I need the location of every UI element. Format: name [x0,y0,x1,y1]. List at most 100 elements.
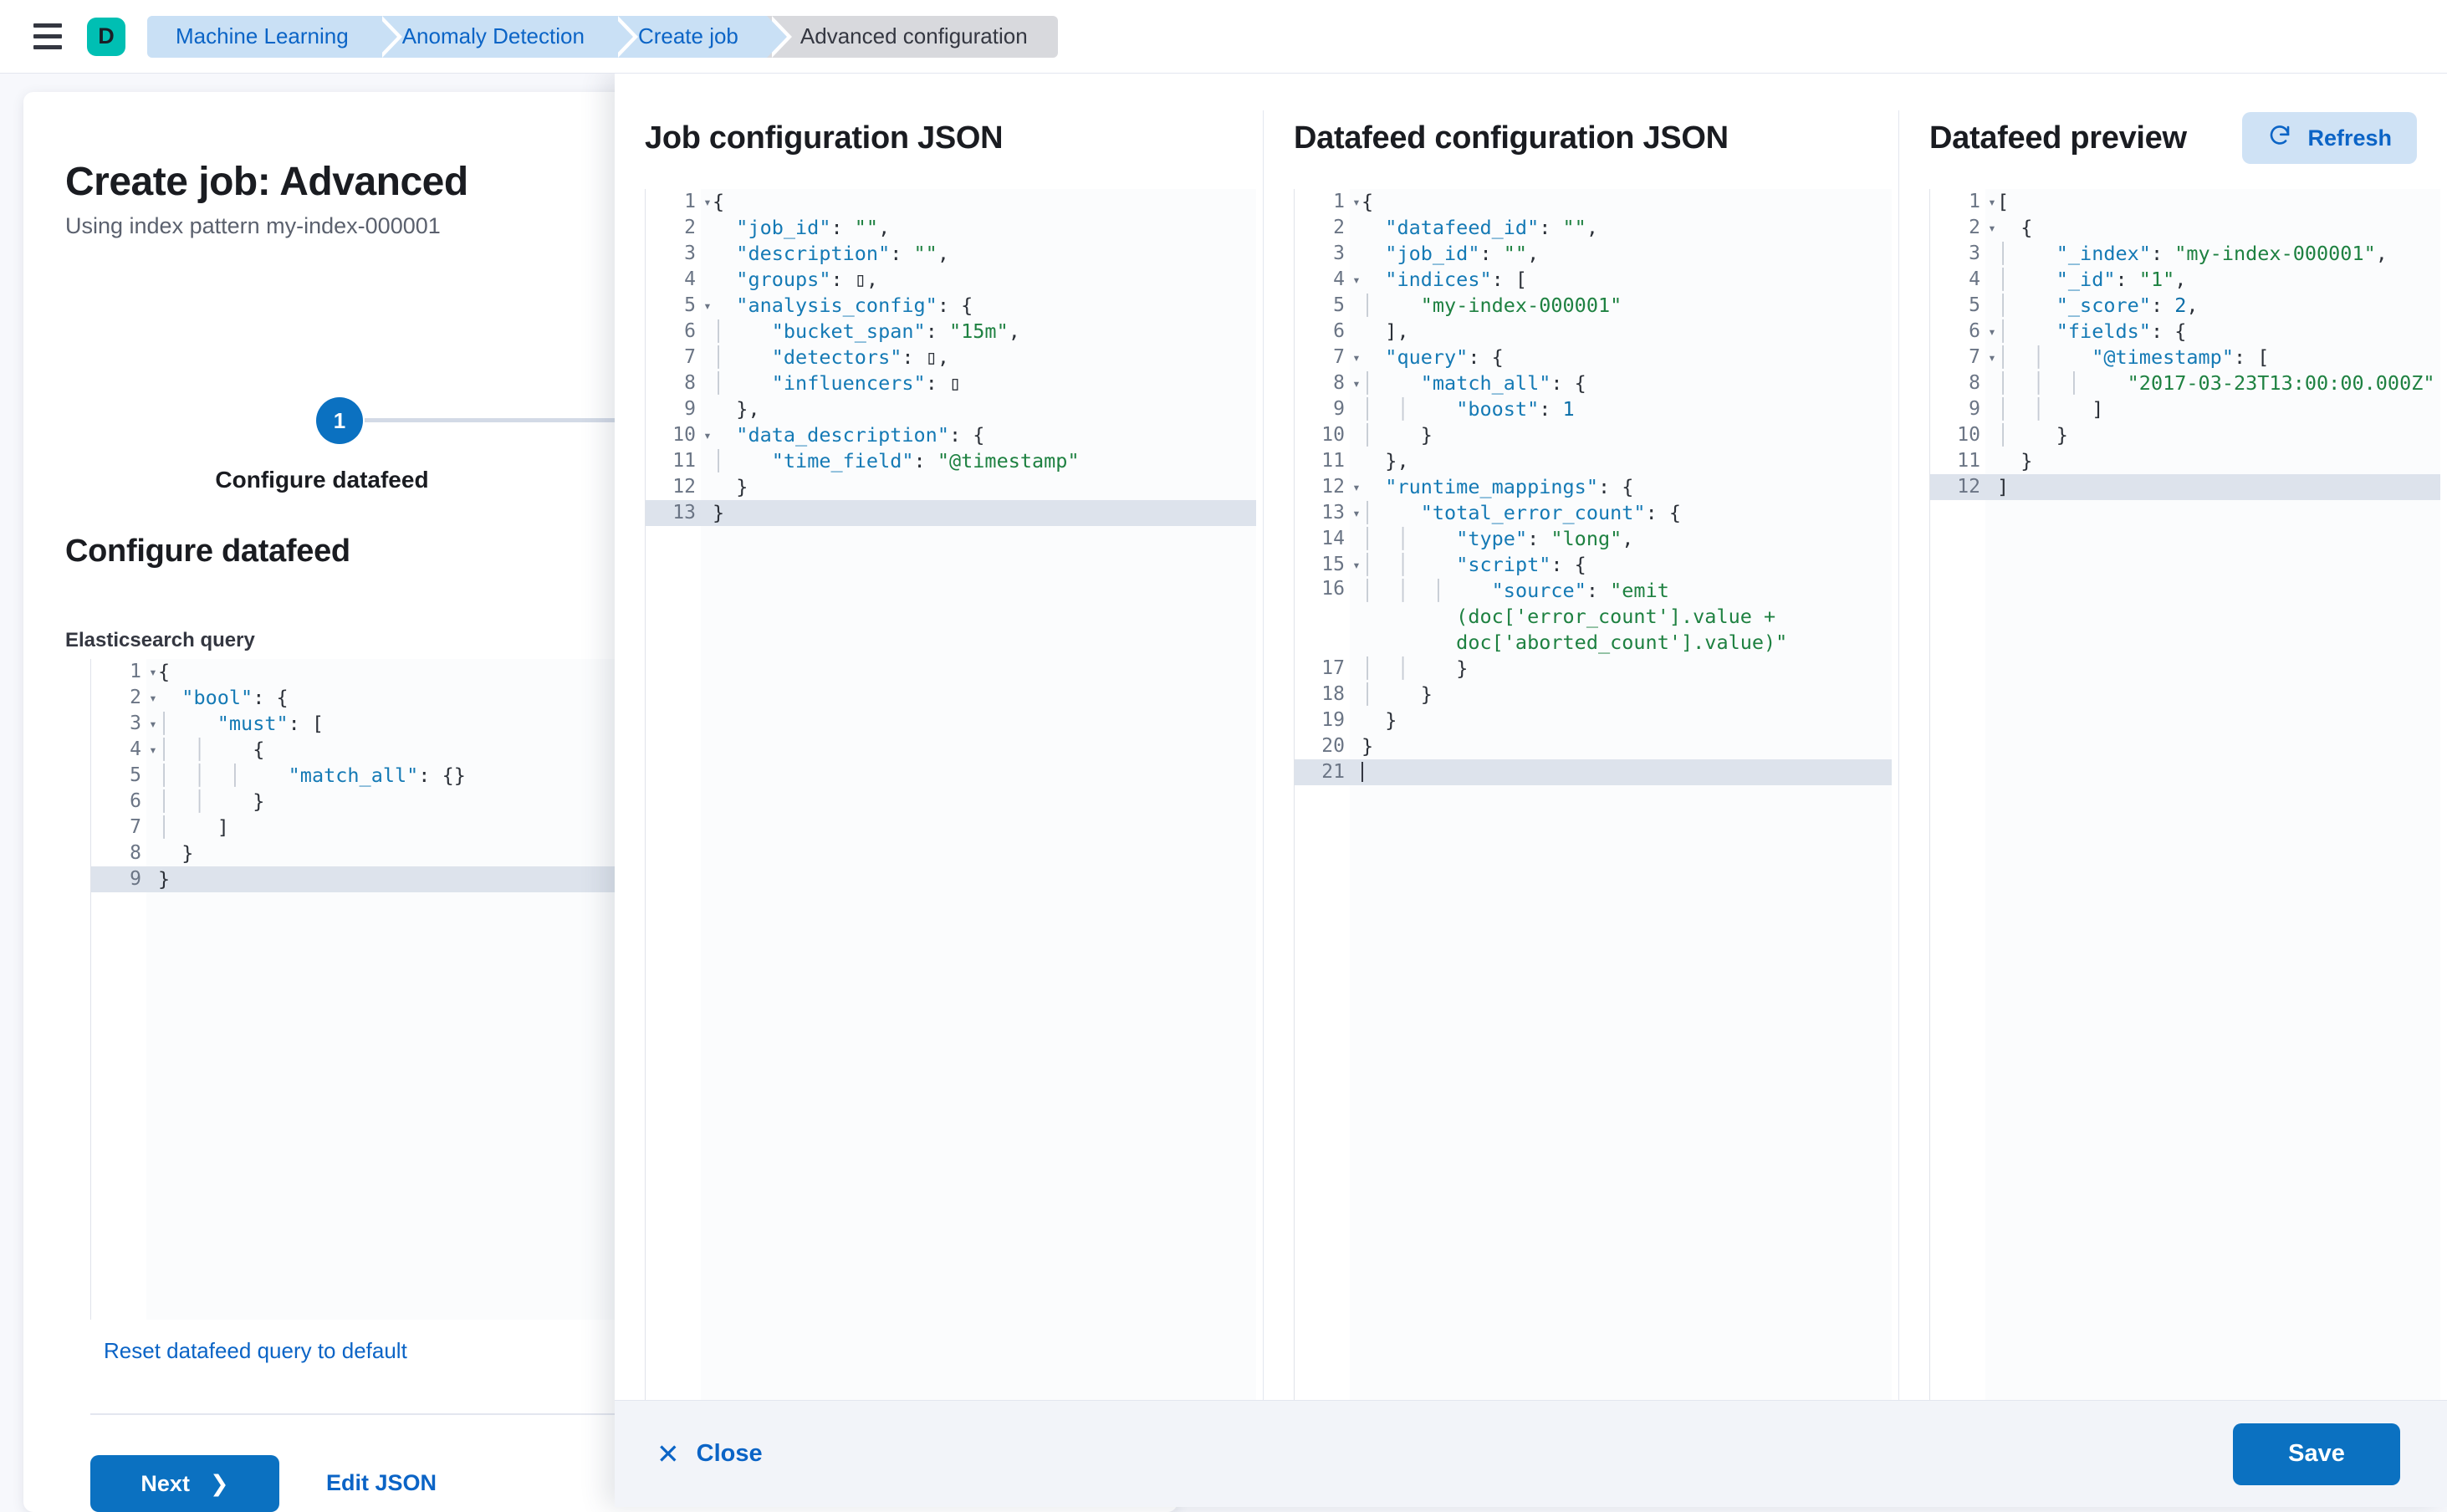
code-line[interactable]: 11 } [1930,448,2440,474]
code-line[interactable]: 6│ "bucket_span": "15m", [646,319,1256,345]
code-line[interactable]: 7▾ "query": { [1295,345,1892,370]
breadcrumb-item-advanced-configuration: Advanced configuration [766,15,1058,58]
fold-arrow-icon[interactable]: ▾ [1352,505,1361,521]
code-line[interactable]: 17│ │ } [1295,656,1892,682]
fold-arrow-icon[interactable]: ▾ [149,690,157,706]
code-text: │ │ ] [1997,397,2104,421]
code-line[interactable]: 15▾│ │ "script": { [1295,552,1892,578]
code-line[interactable]: 4 "groups": ▯, [646,267,1256,293]
code-line[interactable]: 7│ "detectors": ▯, [646,345,1256,370]
fold-arrow-icon[interactable]: ▾ [703,194,712,210]
save-button[interactable]: Save [2233,1423,2400,1485]
code-line[interactable]: 1▾{ [646,189,1256,215]
chevron-right-icon: ❯ [209,1470,229,1496]
fold-arrow-icon[interactable]: ▾ [149,664,157,680]
code-line[interactable]: 9│ │ "boost": 1 [1295,396,1892,422]
refresh-button[interactable]: Refresh [2242,112,2417,164]
code-line[interactable]: 10▾ "data_description": { [646,422,1256,448]
code-line[interactable]: 3 "job_id": "", [1295,241,1892,267]
code-line[interactable]: 6│ │ } [91,789,1169,815]
code-line[interactable]: 2 "datafeed_id": "", [1295,215,1892,241]
fold-arrow-icon[interactable]: ▾ [1352,272,1361,288]
code-line[interactable]: 6 ], [1295,319,1892,345]
code-line[interactable]: 4▾│ │ { [91,737,1169,763]
close-button[interactable]: ✕ Close [656,1440,763,1468]
fold-arrow-icon[interactable]: ▾ [149,742,157,758]
code-line[interactable]: 20} [1295,733,1892,759]
edit-json-link[interactable]: Edit JSON [326,1470,437,1495]
space-avatar[interactable]: D [87,17,125,56]
code-line[interactable]: 2 "job_id": "", [646,215,1256,241]
datafeed-preview-editor[interactable]: 1▾[2▾ {3│ "_index": "my-index-000001",4│… [1929,189,2440,1400]
fold-arrow-icon[interactable]: ▾ [703,427,712,443]
next-button[interactable]: Next ❯ [90,1455,279,1512]
code-line[interactable]: 1▾{ [91,659,1169,685]
code-line[interactable]: 8 } [91,840,1169,866]
code-line[interactable]: 2▾ { [1930,215,2440,241]
code-line[interactable]: 5│ │ │ "match_all": {} [91,763,1169,789]
fold-arrow-icon[interactable]: ▾ [1352,375,1361,391]
breadcrumb-item-anomaly-detection[interactable]: Anomaly Detection [376,15,639,58]
fold-arrow-icon[interactable]: ▾ [1988,220,1996,236]
fold-arrow-icon[interactable]: ▾ [1988,350,1996,365]
indent-guide: │ [193,789,229,813]
code-line[interactable]: 14│ │ "type": "long", [1295,526,1892,552]
code-line[interactable]: 11 }, [1295,448,1892,474]
code-line[interactable]: 7▾│ │ "@timestamp": [ [1930,345,2440,370]
code-line[interactable]: 13} [646,500,1256,526]
code-line[interactable]: 11│ "time_field": "@timestamp" [646,448,1256,474]
line-number: 9 [1930,396,1985,422]
flyout-footer: ✕ Close Save [615,1400,2447,1507]
code-line[interactable]: 13▾│ "total_error_count": { [1295,500,1892,526]
datafeed-configuration-json-editor[interactable]: 1▾{2 "datafeed_id": "",3 "job_id": "",4▾… [1294,189,1892,1400]
reset-datafeed-query-link[interactable]: Reset datafeed query to default [104,1338,407,1363]
code-line[interactable]: 9 │ │ ] [1930,396,2440,422]
code-line[interactable]: 5│ "_score": 2, [1930,293,2440,319]
fold-arrow-icon[interactable]: ▾ [1352,194,1361,210]
fold-arrow-icon[interactable]: ▾ [1988,324,1996,340]
code-line[interactable]: 8▾│ "match_all": { [1295,370,1892,396]
code-line[interactable]: 18│ } [1295,682,1892,707]
code-line[interactable]: 8│ "influencers": ▯ [646,370,1256,396]
code-line[interactable]: 8│ │ │ "2017-03-23T13:00:00.000Z" [1930,370,2440,396]
code-line[interactable]: 5│ "my-index-000001" [1295,293,1892,319]
fold-arrow-icon[interactable]: ▾ [1988,194,1996,210]
fold-arrow-icon[interactable]: ▾ [149,716,157,732]
code-line[interactable]: 5▾ "analysis_config": { [646,293,1256,319]
indent-guide: │ [158,738,194,761]
code-line[interactable]: 10│ } [1295,422,1892,448]
fold-arrow-icon[interactable]: ▾ [703,298,712,314]
code-line[interactable]: 1▾{ [1295,189,1892,215]
code-line[interactable]: 6▾│ "fields": { [1930,319,2440,345]
code-line[interactable]: 4│ "_id": "1", [1930,267,2440,293]
code-line[interactable]: 19 } [1295,707,1892,733]
indent-guide: │ [193,764,229,787]
code-text: "data_description": { [736,423,985,447]
code-text: │ } [1361,423,1433,447]
job-configuration-json-editor[interactable]: 1▾{2 "job_id": "",3 "description": "",4 … [645,189,1256,1400]
code-line[interactable]: 1▾[ [1930,189,2440,215]
fold-arrow-icon[interactable]: ▾ [1352,350,1361,365]
hamburger-icon[interactable] [28,18,67,56]
code-line[interactable]: 10│ } [1930,422,2440,448]
indent-guide: │ [158,789,194,813]
code-line[interactable]: 7│ ] [91,815,1169,840]
code-line[interactable]: 2▾ "bool": { [91,685,1169,711]
code-line[interactable]: 3│ "_index": "my-index-000001", [1930,241,2440,267]
code-line[interactable]: 3▾│ "must": [ [91,711,1169,737]
indent-guide: │ [1997,345,2033,369]
breadcrumb-item-create-job[interactable]: Create job [612,15,792,58]
step-1-circle[interactable]: 1 [316,397,363,444]
code-line[interactable]: 4▾ "indices": [ [1295,267,1892,293]
code-line[interactable]: 16│ │ │ "source": "emit (doc['error_coun… [1295,578,1892,656]
code-line[interactable]: 12] [1930,474,2440,500]
line-number: 3 [1295,241,1350,267]
code-line[interactable]: 21 [1295,759,1892,785]
fold-arrow-icon[interactable]: ▾ [1352,557,1361,573]
code-line[interactable]: 9 }, [646,396,1256,422]
code-line[interactable]: 3 "description": "", [646,241,1256,267]
code-line[interactable]: 12▾ "runtime_mappings": { [1295,474,1892,500]
code-line[interactable]: 12 } [646,474,1256,500]
breadcrumb-item-machine-learning[interactable]: Machine Learning [147,15,402,58]
fold-arrow-icon[interactable]: ▾ [1352,479,1361,495]
